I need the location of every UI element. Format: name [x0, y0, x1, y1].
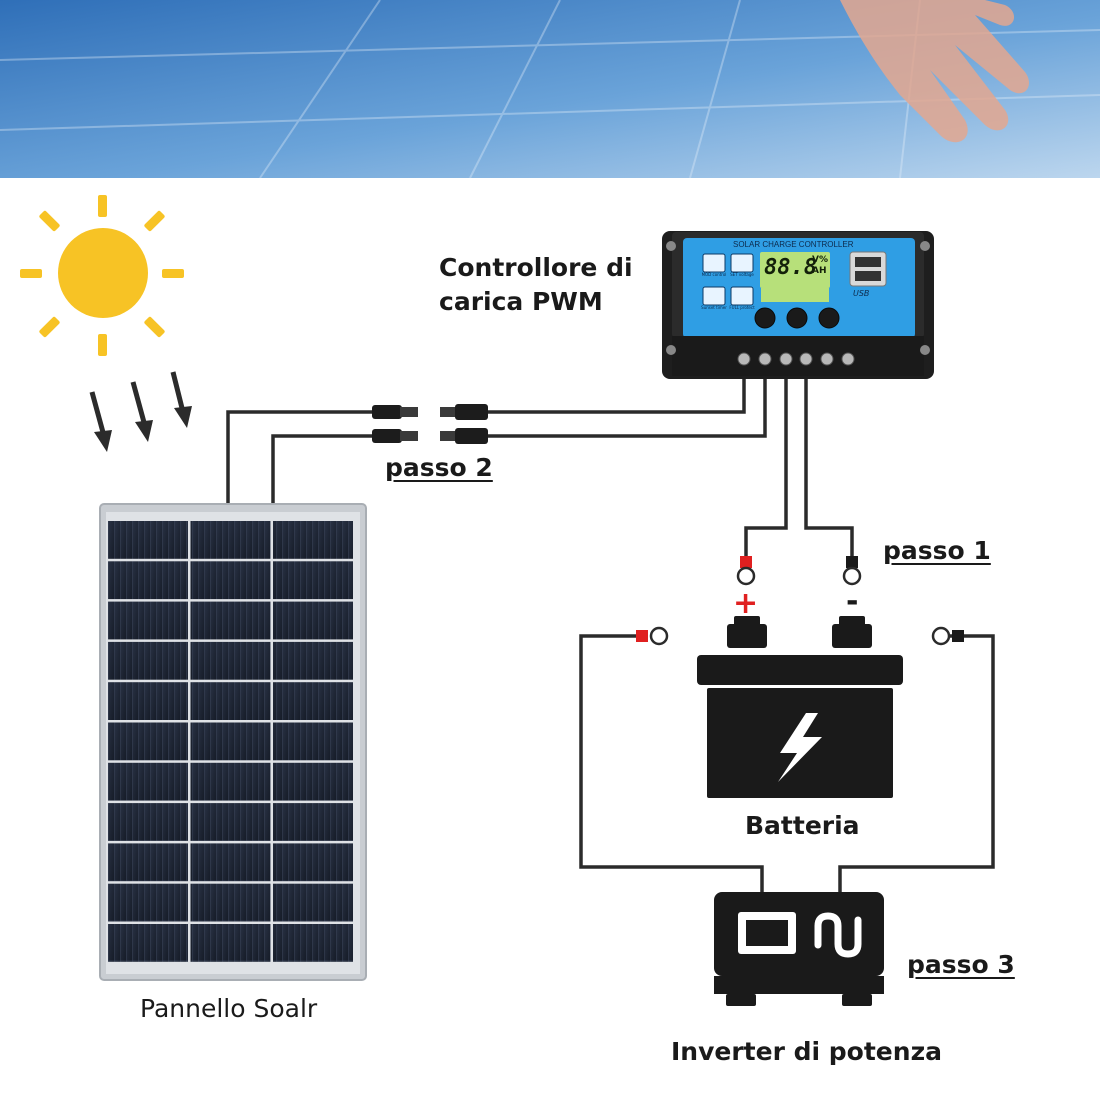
panel-cell: [108, 521, 188, 559]
usb-label: USB: [853, 289, 870, 298]
panel-cell: [190, 722, 271, 761]
panel-cell: [108, 762, 188, 801]
panel-cell: [108, 561, 188, 600]
panel-cell: [190, 883, 271, 922]
panel-cell: [190, 843, 271, 882]
panel-wire-1: [226, 410, 372, 504]
panel-cell: [273, 722, 353, 761]
lightning-bolt-icon: [778, 713, 822, 782]
usb-ports: [849, 251, 887, 287]
panel-cell: [273, 521, 353, 559]
lcd-unit-bottom: AH: [812, 266, 827, 276]
controller-title: SOLAR CHARGE CONTROLLER: [733, 240, 854, 249]
panel-cells: [108, 521, 353, 962]
panel-cell: [190, 762, 271, 801]
panel-cell: [190, 803, 271, 841]
solar-panel: [99, 503, 367, 981]
battery-negative-sign: -: [846, 584, 859, 619]
step1-label: passo 1: [883, 536, 991, 565]
panel-cell: [108, 803, 188, 841]
battery-wire-pos: [744, 362, 788, 558]
controller-buttons: [754, 307, 840, 329]
panel-wire-2: [271, 434, 372, 504]
lcd-unit-top: V%: [812, 255, 828, 265]
lcd-display: [760, 252, 830, 288]
controller-label-line2: carica PWM: [439, 287, 603, 316]
battery-icon: [697, 616, 903, 798]
panel-label: Pannello Soalr: [140, 994, 318, 1023]
controller-button-label-sunset: Sunset timer: [701, 305, 727, 310]
battery-wire-neg: [804, 362, 854, 558]
controller-label-line1: Controllore di: [439, 253, 633, 282]
controller-button-label-mod: MOD control: [701, 272, 727, 277]
controller-wire-2: [488, 362, 767, 438]
panel-cell: [190, 601, 271, 640]
inverter-wire-pos: [579, 634, 764, 892]
step2-label: passo 2: [385, 453, 493, 482]
panel-cell: [273, 883, 353, 922]
panel-cell: [273, 762, 353, 801]
panel-cell: [108, 883, 188, 922]
panel-cell: [273, 561, 353, 600]
inverter-wire-neg: [838, 634, 995, 892]
inverter-label: Inverter di potenza: [671, 1037, 942, 1066]
panel-cell: [273, 641, 353, 680]
battery-positive-sign: +: [733, 586, 759, 621]
header-banner: [0, 0, 1100, 179]
panel-cell: [273, 803, 353, 841]
controller-terminals: [737, 352, 855, 366]
panel-cell: [273, 843, 353, 882]
panel-cell: [108, 924, 188, 962]
controller-mode-icons: [702, 253, 754, 306]
panel-cell: [190, 561, 271, 600]
panel-cell: [108, 722, 188, 761]
sunlight-arrows: [89, 371, 192, 452]
controller-button-label-full: FULL protect: [729, 305, 755, 310]
step3-label: passo 3: [907, 950, 1015, 979]
lcd-readout: 88.8: [764, 255, 817, 280]
panel-cell: [273, 924, 353, 962]
sine-wave-icon: [814, 912, 862, 958]
battery-label: Batteria: [745, 811, 860, 840]
sun-icon: [20, 195, 184, 356]
panel-cell: [190, 682, 271, 720]
panel-cell: [108, 601, 188, 640]
controller-button-label-set: SET voltage: [730, 272, 754, 277]
panel-cell: [273, 601, 353, 640]
inverter-icon: [714, 892, 884, 1006]
panel-cell: [273, 682, 353, 720]
panel-cell: [190, 641, 271, 680]
mc4-connectors: [372, 404, 488, 444]
panel-cell: [190, 521, 271, 559]
hand-shape: [840, 0, 1030, 143]
panel-cell: [108, 843, 188, 882]
panel-cell: [108, 682, 188, 720]
panel-cell: [108, 641, 188, 680]
battery-ring-terminals: [636, 556, 964, 646]
charge-controller: [662, 231, 934, 379]
panel-cell: [190, 924, 271, 962]
